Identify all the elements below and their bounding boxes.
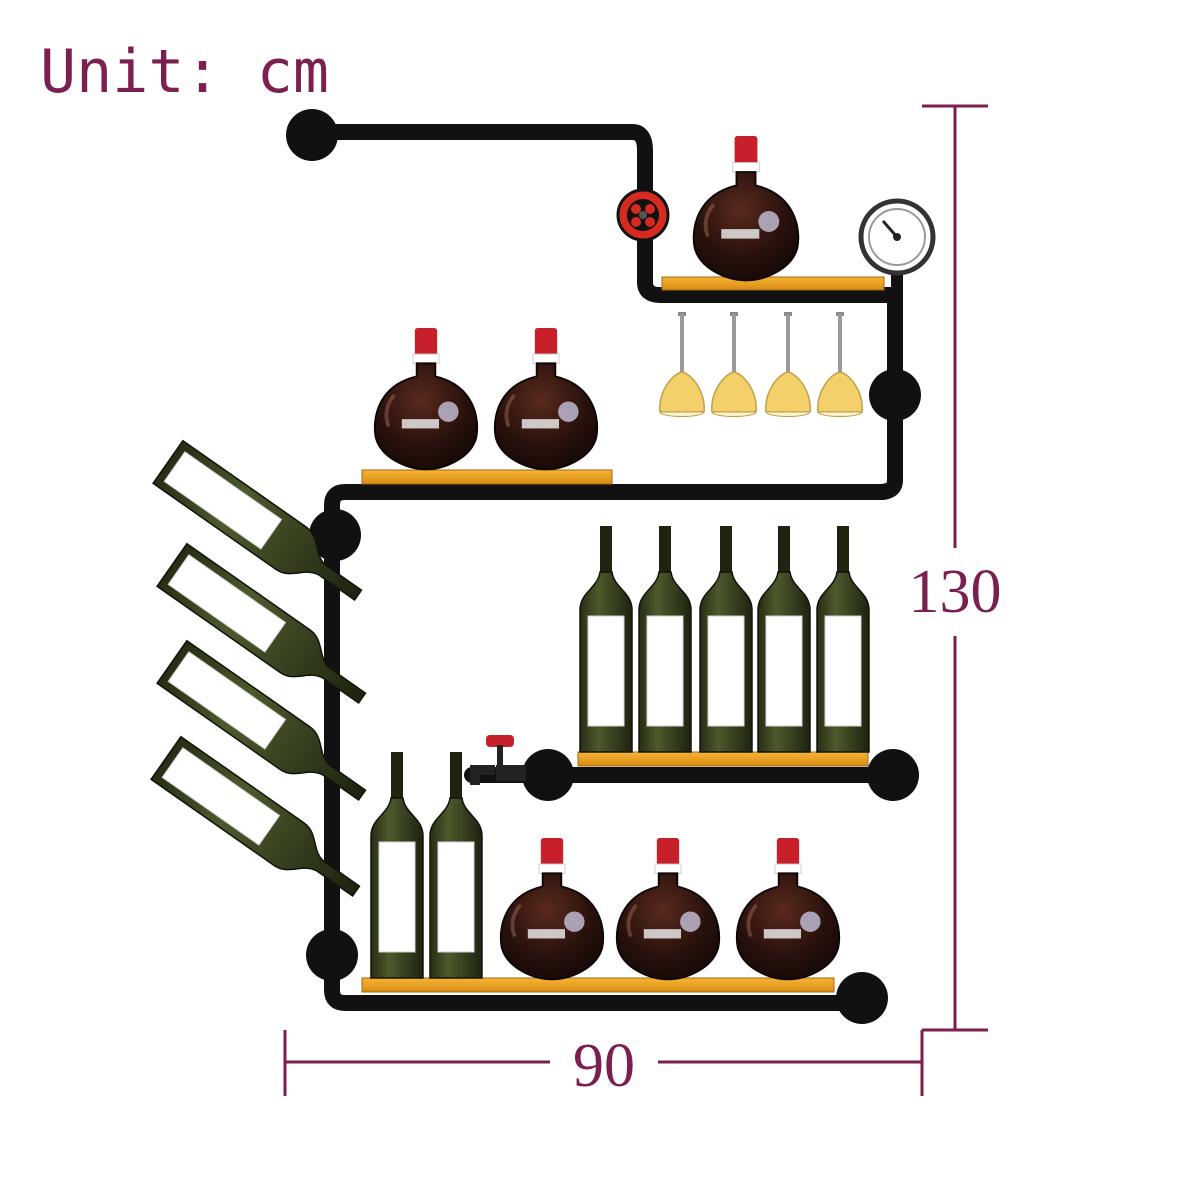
- decanter-upper-2: [492, 326, 600, 472]
- bottle-bottom-2: [429, 751, 483, 979]
- bottle-middle-2: [638, 525, 692, 753]
- bottle-middle-5: [816, 525, 870, 753]
- width-label: 90: [573, 1032, 635, 1100]
- wine-glass-1: [657, 310, 707, 419]
- shelf-middle: [577, 751, 869, 767]
- bottle-middle-3: [699, 525, 753, 753]
- faucet-tap-icon: [470, 735, 526, 785]
- handwheel-valve-icon: [616, 188, 670, 242]
- bottle-middle-1: [579, 525, 633, 753]
- shelf-bottom: [361, 977, 835, 993]
- pressure-gauge-icon: [858, 198, 936, 299]
- wine-glass-3: [763, 310, 813, 419]
- bottle-bottom-1: [370, 751, 424, 979]
- height-label: 130: [909, 558, 1002, 626]
- width-dimension: [283, 1030, 924, 1096]
- wine-glass-2: [709, 310, 759, 419]
- wine-glass-4: [815, 310, 865, 419]
- decanter-bottom-2: [614, 836, 722, 982]
- shelf-upper: [361, 469, 613, 485]
- decanter-bottom-1: [498, 836, 606, 982]
- decanter-bottom-3: [734, 836, 842, 982]
- height-dimension: [922, 104, 988, 1032]
- shelf-top: [661, 276, 885, 291]
- unit-label: Unit: cm: [40, 37, 329, 107]
- pipe-caps: [286, 109, 921, 1024]
- decanter-top: [691, 134, 801, 283]
- decanter-upper-1: [372, 326, 480, 472]
- bottle-middle-4: [757, 525, 811, 753]
